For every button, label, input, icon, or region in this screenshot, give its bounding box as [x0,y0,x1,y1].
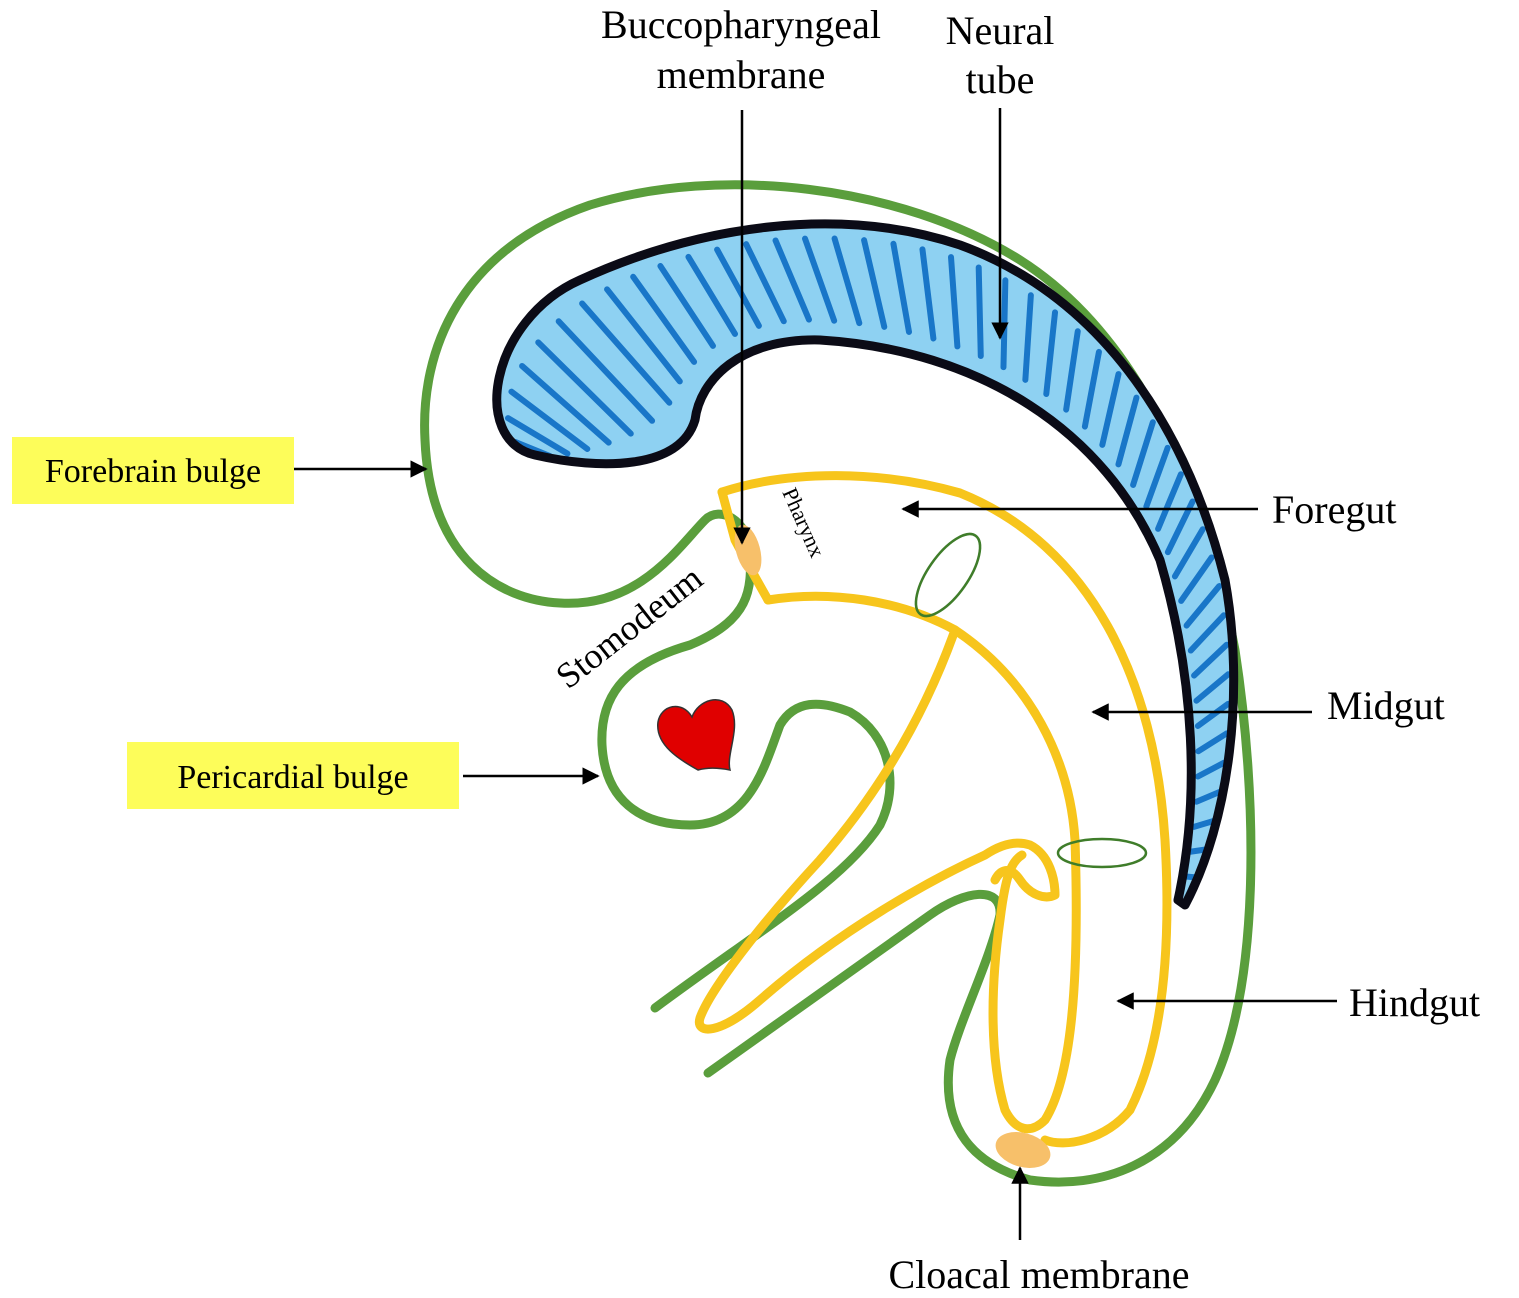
neural-tube-stripe [979,267,981,356]
label-buccopharyngeal-line2: membrane [657,52,826,97]
neural-tube-stripe [1003,280,1005,367]
label-midgut: Midgut [1327,683,1445,728]
heart-icon [658,700,735,770]
label-pericardial-bulge: Pericardial bulge [177,759,408,796]
label-foregut: Foregut [1272,487,1396,532]
label-neural-tube-line1: Neural [946,8,1055,53]
label-forebrain-bulge: Forebrain bulge [45,453,261,490]
label-cloacal-membrane: Cloacal membrane [889,1252,1190,1297]
label-hindgut: Hindgut [1349,980,1480,1025]
oval-upper [904,524,992,626]
gut-tube-outer [722,476,1167,1143]
label-pharynx: Pharynx [777,484,830,561]
label-buccopharyngeal-line1: Buccopharyngeal [601,2,881,47]
label-neural-tube-line2: tube [966,57,1035,102]
